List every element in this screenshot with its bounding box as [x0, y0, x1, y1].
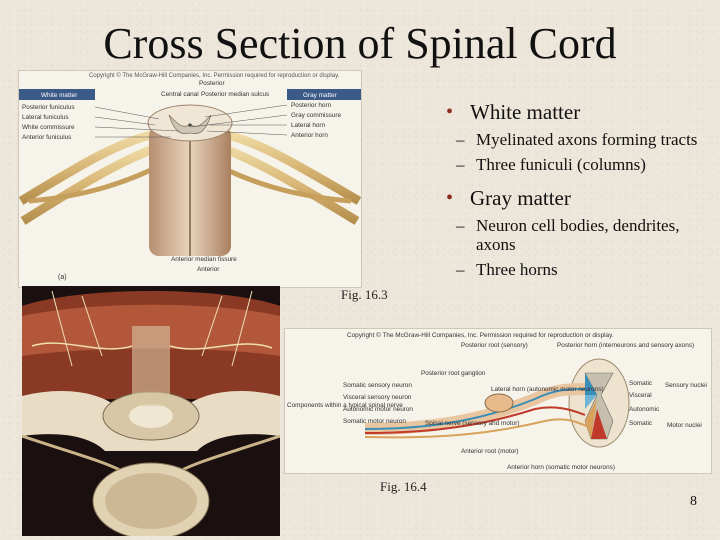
label-posterior-root-ganglion: Posterior root ganglion	[421, 370, 486, 377]
label-white-commissure: White commissure	[22, 124, 75, 131]
label-central-canal: Central canal	[161, 91, 199, 98]
label-spinal-nerve: Spinal nerve (sensory and motor)	[425, 420, 519, 427]
spinal-nerve-illustration: Copyright © The McGraw-Hill Companies, I…	[287, 331, 707, 471]
bullet-list: • White matter – Myelinated axons formin…	[440, 100, 715, 279]
subbullet-text: Three horns	[476, 260, 558, 279]
label-posterior-funiculus: Posterior funiculus	[22, 104, 75, 111]
label-anterior-horn: Anterior horn	[291, 132, 328, 139]
label-components: Components within a typical spinal nerve	[287, 402, 403, 409]
subbullet-myelinated-axons: – Myelinated axons forming tracts	[440, 130, 715, 149]
gray-matter-header: Gray matter	[303, 92, 338, 99]
figure-b-caption: Fig. 16.4	[380, 479, 427, 494]
figure-a-panel-label: (a)	[58, 274, 67, 281]
label-posterior-median-sulcus: Posterior median sulcus	[201, 91, 269, 98]
label-lateral-funiculus: Lateral funiculus	[22, 114, 69, 121]
figure-a-copyright: Copyright © The McGraw-Hill Companies, I…	[89, 73, 340, 79]
label-anterior-funiculus: Anterior funiculus	[22, 134, 71, 141]
spinal-cord-illustration: White matter Gray matter Posterior funic…	[19, 80, 361, 273]
label-right-autonomic: Autonomic	[629, 406, 660, 413]
page-number: 8	[690, 494, 697, 509]
label-anterior-median-fissure: Anterior median fissure	[171, 256, 237, 263]
label-posterior: Posterior	[199, 80, 225, 87]
bullet-gray-matter-label: Gray matter	[470, 186, 571, 210]
label-right-somatic-top: Somatic	[629, 380, 653, 387]
label-anterior: Anterior	[197, 266, 220, 273]
dash-icon: –	[456, 216, 465, 235]
label-somatic-sensory-neuron: Somatic sensory neuron	[343, 382, 412, 389]
figure-b-copyright: Copyright © The McGraw-Hill Companies, I…	[347, 331, 614, 339]
label-somatic-motor-neuron: Somatic motor neuron	[343, 418, 406, 425]
dash-icon: –	[456, 130, 465, 149]
subbullet-text: Myelinated axons forming tracts	[476, 130, 698, 149]
label-motor-nuclei: Motor nuclei	[667, 422, 702, 429]
figure-spinal-nerve-components: Copyright © The McGraw-Hill Companies, I…	[284, 328, 712, 474]
subbullet-three-funiculi: – Three funiculi (columns)	[440, 155, 715, 174]
subbullet-neuron-cell-bodies: – Neuron cell bodies, dendrites, axons	[440, 216, 715, 254]
label-visceral-sensory-neuron: Visceral sensory neuron	[343, 394, 412, 401]
subbullet-three-horns: – Three horns	[440, 260, 715, 279]
slide-title: Cross Section of Spinal Cord	[103, 19, 617, 68]
subbullet-text: Neuron cell bodies, dendrites, axons	[476, 216, 680, 254]
label-posterior-horn-b: Posterior horn (interneurons and sensory…	[557, 342, 694, 349]
dash-icon: –	[456, 260, 465, 279]
label-right-visceral: Visceral	[629, 392, 652, 399]
figure-spinal-cord-cross-section: White matter Gray matter Posterior funic…	[18, 70, 362, 288]
label-posterior-root: Posterior root (sensory)	[461, 342, 528, 349]
label-lateral-horn-b: Lateral horn (autonomic motor neurons)	[491, 386, 604, 393]
label-anterior-root: Anterior root (motor)	[461, 448, 519, 455]
label-sensory-nuclei: Sensory nuclei	[665, 382, 707, 389]
dash-icon: –	[456, 155, 465, 174]
bullet-dot-icon: •	[446, 187, 454, 209]
label-right-somatic-bottom: Somatic	[629, 420, 653, 427]
figure-a-caption: Fig. 16.3	[341, 287, 388, 302]
label-anterior-horn-b: Anterior horn (somatic motor neurons)	[507, 464, 615, 471]
bullet-gray-matter: • Gray matter	[440, 186, 715, 210]
label-autonomic-motor-neuron: Autonomic motor neuron	[343, 406, 413, 413]
subbullet-text: Three funiculi (columns)	[476, 155, 646, 174]
bullet-white-matter: • White matter	[440, 100, 715, 124]
label-lateral-horn: Lateral horn	[291, 122, 326, 129]
white-matter-header: White matter	[41, 92, 78, 99]
bullet-dot-icon: •	[446, 101, 454, 123]
label-gray-commissure: Gray commissure	[291, 112, 342, 119]
bullet-white-matter-label: White matter	[470, 100, 581, 124]
label-posterior-horn: Posterior horn	[291, 102, 332, 109]
spinal-cord-dissection-photo	[22, 286, 280, 536]
